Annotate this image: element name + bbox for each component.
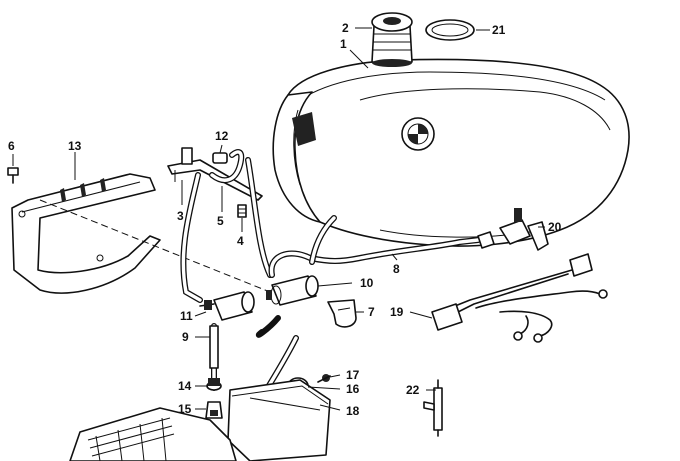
callout-11: 11 [180,309,193,323]
callout-12: 12 [215,129,229,143]
callout-7: 7 [368,305,375,319]
callout-10: 10 [360,276,374,290]
engine-cylinder-head [69,407,237,461]
leader-lines [12,27,545,411]
callout-14: 14 [178,379,192,393]
hose-nipple [205,401,223,419]
callout-1: 1 [340,37,347,51]
fuel-valve [266,275,319,306]
callout-17: 17 [346,368,360,382]
callout-9: 9 [182,330,189,344]
bolt [7,167,19,184]
mounting-bracket [11,173,161,294]
callout-6: 6 [8,139,15,153]
callout-22: 22 [406,383,420,397]
callout-15: 15 [178,402,192,416]
hose-clamp [212,152,228,164]
fuel-pipe [209,325,219,369]
filler-gasket [425,19,475,41]
fuel-hoses [180,149,481,428]
callout-20: 20 [548,220,562,234]
callout-18: 18 [346,404,360,418]
air-filter-housing [227,379,331,461]
callout-5: 5 [217,214,224,228]
callout-19: 19 [390,305,404,319]
callout-3: 3 [177,209,184,223]
callout-21: 21 [492,23,506,37]
screw [237,204,247,218]
fuel-tank [272,58,630,247]
wiring-harness [431,253,608,343]
fastener [317,374,331,383]
fuel-filter [199,291,255,321]
bmw-roundel-icon [401,117,435,151]
callout-13: 13 [68,139,82,153]
callout-2: 2 [342,21,349,35]
filler-neck [371,12,413,67]
callout-4: 4 [237,234,244,248]
fuel-petcock [477,208,549,251]
callout-8: 8 [393,262,400,276]
hose-bracket [327,299,357,328]
callout-16: 16 [346,382,360,396]
hose-holder [167,147,263,201]
callouts: 1 2 21 12 6 13 3 5 4 10 8 7 20 19 11 9 1… [8,21,562,418]
t-connector [423,379,443,437]
grommet [206,378,222,391]
